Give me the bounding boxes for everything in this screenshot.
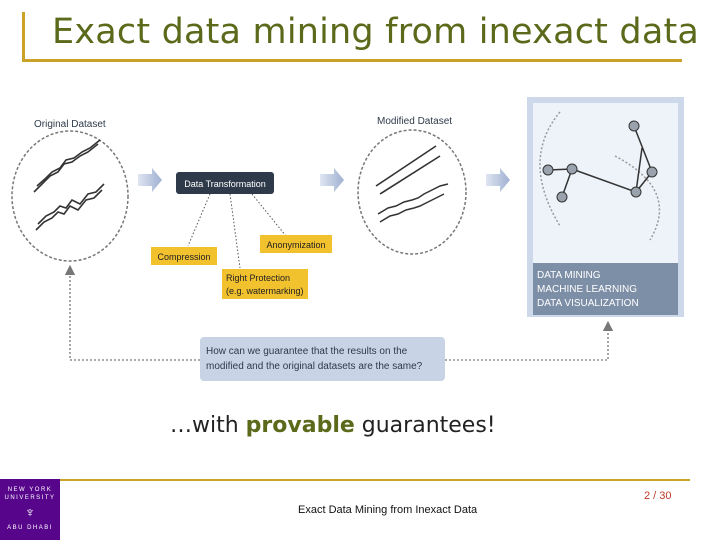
applications-box [533, 263, 678, 315]
application-machine-learning: MACHINE LEARNING [537, 284, 637, 295]
torch-icon: ♆ [24, 504, 36, 520]
results-graph-area [533, 103, 678, 263]
modified-series-4 [379, 193, 445, 223]
original-dataset-circle [11, 130, 129, 262]
data-transformation-label: Data Transformation [184, 179, 266, 189]
right-protection-line2: (e.g. watermarking) [226, 286, 304, 296]
anonymization-label: Anonymization [266, 240, 325, 250]
original-dataset-label: Original Dataset [34, 119, 106, 130]
graph-nodes [542, 120, 658, 203]
application-data-mining: DATA MINING [537, 270, 601, 281]
compression-label: Compression [157, 252, 210, 262]
page-number: 2 / 30 [644, 490, 672, 502]
nyu-abu-dhabi-logo: NEW YORK UNIVERSITY ♆ ABU DHABI [0, 479, 60, 540]
modified-series-1 [375, 145, 437, 187]
question-line2: modified and the original datasets are t… [206, 361, 423, 372]
application-data-visualization: DATA VISUALIZATION [537, 298, 639, 309]
guarantee-statement: …with provable guarantees! [170, 413, 496, 438]
feedback-arrow-left [64, 264, 200, 361]
modified-series-3 [377, 183, 449, 215]
compression-box [151, 247, 217, 265]
question-box [200, 337, 445, 381]
transformation-diagram: Original Dataset Data Transformation Com… [11, 97, 684, 381]
flow-arrow-3 [486, 168, 510, 192]
question-line1: How can we guarantee that the results on… [206, 346, 408, 357]
title-underline [22, 59, 682, 62]
feedback-arrow-right [445, 320, 614, 361]
original-series-4 [37, 183, 105, 225]
title-accent-bar [22, 12, 33, 60]
slide-title: Exact data mining from inexact data [52, 12, 700, 52]
original-series-3 [35, 189, 103, 231]
flow-arrow-1 [138, 168, 162, 192]
guarantee-accent: provable [245, 413, 355, 438]
modified-dataset-circle [357, 129, 467, 255]
footer-title: Exact Data Mining from Inexact Data [298, 504, 478, 516]
anonymization-box [260, 235, 332, 253]
original-series-2 [36, 139, 101, 187]
modified-series-2 [379, 155, 441, 195]
original-series-1 [33, 143, 99, 193]
footer-divider [60, 479, 690, 481]
right-protection-line1: Right Protection [226, 273, 290, 283]
flow-arrow-2 [320, 168, 344, 192]
data-transformation-box [176, 172, 274, 194]
modified-dataset-label: Modified Dataset [377, 116, 452, 127]
right-protection-box [222, 269, 308, 299]
